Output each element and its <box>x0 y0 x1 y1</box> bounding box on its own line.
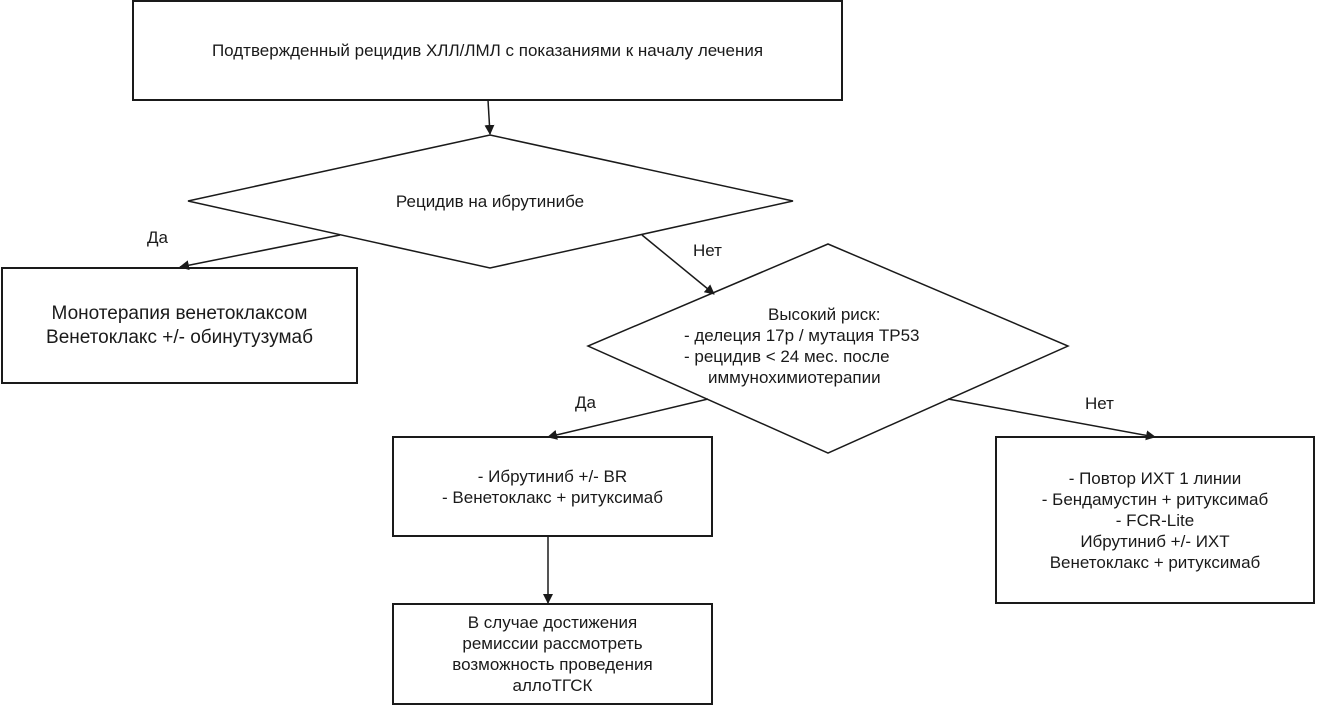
low-risk-treatment-line4: Ибрутиниб +/- ИХТ <box>1080 531 1230 551</box>
monotherapy-line2: Венетоклакс +/- обинутузумаб <box>46 326 313 348</box>
decision2-line4: иммунохимиотерапии <box>708 368 881 387</box>
allo-line4: аллоТГСК <box>512 676 593 695</box>
allo-line3: возможность проведения <box>452 655 653 674</box>
edge-label-d2-no: Нет <box>1085 394 1114 413</box>
edge-label-d1-no: Нет <box>693 241 722 260</box>
arrow-start-to-decision1 <box>484 99 495 135</box>
decision2-diamond <box>586 243 1070 454</box>
low-risk-treatment-label: - Повтор ИХТ 1 линии - Бендамустин + рит… <box>996 437 1314 603</box>
monotherapy-line1: Монотерапия венетоклаксом <box>51 302 308 324</box>
allo-label: В случае достижения ремиссии рассмотреть… <box>393 604 712 704</box>
allo-line1: В случае достижения <box>467 613 638 632</box>
start-label: Подтвержденный рецидив ХЛЛ/ЛМЛ с показан… <box>133 1 842 100</box>
start-box <box>132 0 843 101</box>
decision2-line1: Высокий риск: <box>768 305 881 324</box>
decision2-label: Высокий риск: - делеция 17p / мутация TP… <box>668 300 988 392</box>
allo-line2: ремиссии рассмотреть <box>462 634 643 653</box>
low-risk-treatment-box <box>995 436 1315 604</box>
low-risk-treatment-line3: - FCR-Lite <box>1115 510 1195 530</box>
monotherapy-label: Монотерапия венетоклаксом Венетоклакс +/… <box>2 268 357 383</box>
high-risk-treatment-line2: - Венетоклакс + ритуксимаб <box>442 487 663 507</box>
low-risk-treatment-line5: Венетоклакс + ритуксимаб <box>1049 552 1261 572</box>
decision2-line2: - делеция 17p / мутация TP53 <box>684 326 920 345</box>
start-text: Подтвержденный рецидив ХЛЛ/ЛМЛ с показан… <box>211 41 764 60</box>
low-risk-treatment-line1: - Повтор ИХТ 1 линии <box>1068 468 1242 488</box>
arrow-decision2-no <box>947 398 1156 441</box>
high-risk-treatment-line1: - Ибрутиниб +/- BR <box>477 466 628 486</box>
decision1-text: Рецидив на ибрутинибе <box>395 191 585 211</box>
arrow-decision1-no <box>641 234 715 295</box>
decision1-diamond <box>187 134 794 269</box>
edge-label-d1-yes: Да <box>147 228 168 247</box>
high-risk-treatment-label: - Ибрутиниб +/- BR - Венетоклакс + ритук… <box>393 437 712 536</box>
arrow-decision2-yes <box>547 398 709 440</box>
arrow-decision1-yes <box>179 234 341 271</box>
decision1-label: Рецидив на ибрутинибе <box>288 181 692 221</box>
decision2-line3: - рецидив < 24 мес. после <box>684 347 890 366</box>
low-risk-treatment-line2: - Бендамустин + ритуксимаб <box>1041 489 1269 509</box>
allo-box <box>392 603 713 705</box>
edge-label-d2-yes: Да <box>575 393 596 412</box>
high-risk-treatment-box <box>392 436 713 537</box>
